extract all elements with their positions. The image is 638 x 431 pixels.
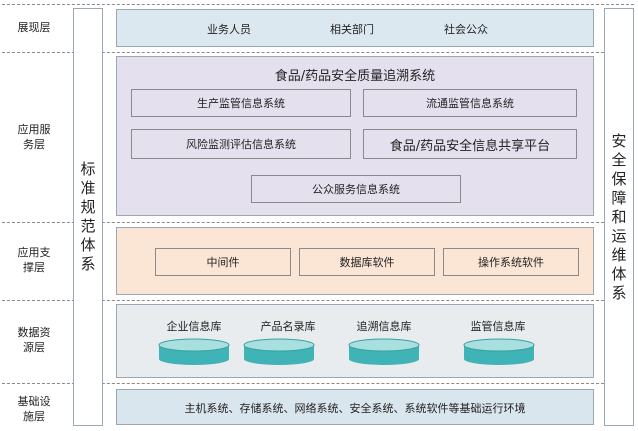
trace-db-label: 追溯信息库	[356, 320, 412, 333]
layer-separator	[2, 300, 634, 301]
presentation-layer: 业务人员 相关部门 社会公众	[116, 9, 594, 47]
sharing-platform-box: 食品/药品安全信息共享平台	[363, 129, 577, 159]
regulatory-db-icon	[463, 338, 535, 365]
application-layer: 食品/药品安全质量追溯系统 生产监管信息系统 流通监管信息系统 风险监测评估信息…	[116, 56, 594, 216]
layer-label-application: 应用服务层	[17, 123, 51, 151]
layer-label-support: 应用支撑层	[17, 246, 51, 274]
presentation-item-departments: 相关部门	[330, 23, 374, 36]
public-system-box: 公众服务信息系统	[251, 175, 461, 203]
product-catalog-db-icon	[243, 338, 315, 365]
infrastructure-text: 主机系统、存储系统、网络系统、安全系统、系统软件等基础运行环境	[184, 402, 526, 415]
middleware-box: 中间件	[155, 248, 291, 276]
layer-label-data: 数据资源层	[17, 326, 51, 354]
os-software-box: 操作系统软件	[443, 248, 579, 276]
data-layer: 企业信息库 产品名录库 追溯信息库 监管信息库	[116, 304, 594, 378]
infrastructure-layer: 主机系统、存储系统、网络系统、安全系统、系统软件等基础运行环境	[116, 389, 594, 425]
layer-label-infrastructure: 基础设施层	[17, 395, 51, 423]
enterprise-db-label: 企业信息库	[166, 320, 222, 333]
application-title: 食品/药品安全质量追溯系统	[274, 69, 436, 84]
presentation-item-public: 社会公众	[444, 23, 488, 36]
regulatory-db-label: 监管信息库	[470, 320, 526, 333]
product-catalog-label: 产品名录库	[260, 320, 316, 333]
circulation-system-box: 流通监管信息系统	[363, 89, 577, 117]
security-pillar: 安 全 保 障 和 运 维 体 系	[604, 8, 634, 426]
database-software-box: 数据库软件	[299, 248, 435, 276]
standards-pillar: 标 准 规 范 体 系	[73, 8, 103, 426]
layer-separator	[2, 383, 634, 384]
trace-db-icon	[348, 338, 420, 365]
presentation-item-staff: 业务人员	[207, 23, 251, 36]
layer-separator	[2, 222, 634, 223]
enterprise-db-icon	[158, 338, 230, 365]
layer-separator	[2, 4, 634, 5]
layer-separator	[2, 52, 634, 53]
risk-system-box: 风险监测评估信息系统	[131, 129, 351, 159]
layer-label-presentation: 展现层	[17, 21, 51, 34]
production-system-box: 生产监管信息系统	[131, 89, 351, 117]
support-layer: 中间件 数据库软件 操作系统软件	[116, 227, 594, 295]
